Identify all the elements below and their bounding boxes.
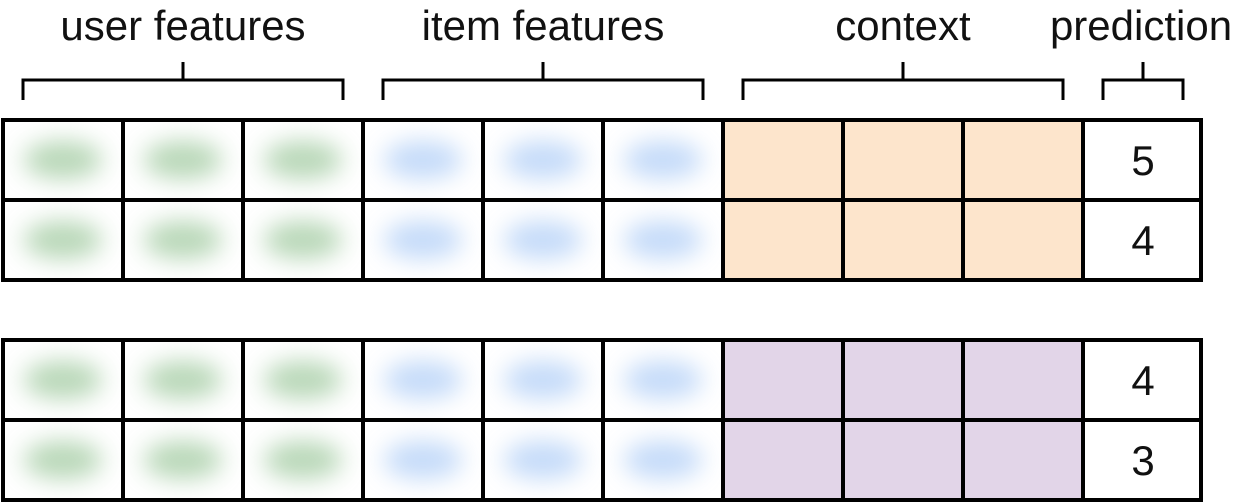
prediction-cell: 4 [1083, 200, 1201, 280]
item-feature-cell [363, 420, 483, 500]
user-feature-cell [243, 340, 363, 420]
user-feature-cell [123, 120, 243, 200]
header-user-features: user features [60, 2, 305, 49]
context-cell [843, 120, 963, 200]
user-feature-cell [123, 340, 243, 420]
user-feature-cell [243, 200, 363, 280]
context-cell [843, 340, 963, 420]
user-feature-cell [3, 120, 123, 200]
context-cell [723, 340, 843, 420]
header-item-features: item features [422, 2, 665, 49]
user-feature-cell [243, 120, 363, 200]
bracket-item-features [381, 62, 705, 100]
context-cell [843, 200, 963, 280]
prediction-value: 3 [1131, 437, 1154, 484]
item-feature-cell [483, 120, 603, 200]
header-prediction: prediction [1050, 2, 1232, 49]
context-cell [963, 200, 1083, 280]
user-feature-cell [3, 200, 123, 280]
prediction-cell: 3 [1083, 420, 1201, 500]
item-feature-cell [603, 420, 723, 500]
header-context: context [835, 2, 971, 49]
feature-table-group-1: 54 [1, 118, 1203, 282]
context-cell [963, 340, 1083, 420]
prediction-cell: 4 [1083, 340, 1201, 420]
prediction-value: 4 [1131, 357, 1154, 404]
prediction-value: 4 [1131, 217, 1154, 264]
item-feature-cell [363, 200, 483, 280]
user-feature-cell [3, 420, 123, 500]
user-feature-cell [3, 340, 123, 420]
item-feature-cell [603, 120, 723, 200]
feature-table-group-2: 43 [1, 338, 1203, 502]
user-feature-cell [123, 200, 243, 280]
context-cell [723, 120, 843, 200]
prediction-value: 5 [1131, 137, 1154, 184]
context-cell [723, 200, 843, 280]
context-cell [963, 120, 1083, 200]
bracket-context [741, 62, 1065, 100]
item-feature-cell [363, 120, 483, 200]
item-feature-cell [483, 200, 603, 280]
context-cell [723, 420, 843, 500]
item-feature-cell [363, 340, 483, 420]
item-feature-cell [603, 340, 723, 420]
item-feature-cell [483, 420, 603, 500]
item-feature-cell [603, 200, 723, 280]
bracket-prediction [1101, 62, 1185, 100]
context-cell [963, 420, 1083, 500]
bracket-user-features [21, 62, 345, 100]
prediction-cell: 5 [1083, 120, 1201, 200]
user-feature-cell [243, 420, 363, 500]
context-cell [843, 420, 963, 500]
user-feature-cell [123, 420, 243, 500]
item-feature-cell [483, 340, 603, 420]
